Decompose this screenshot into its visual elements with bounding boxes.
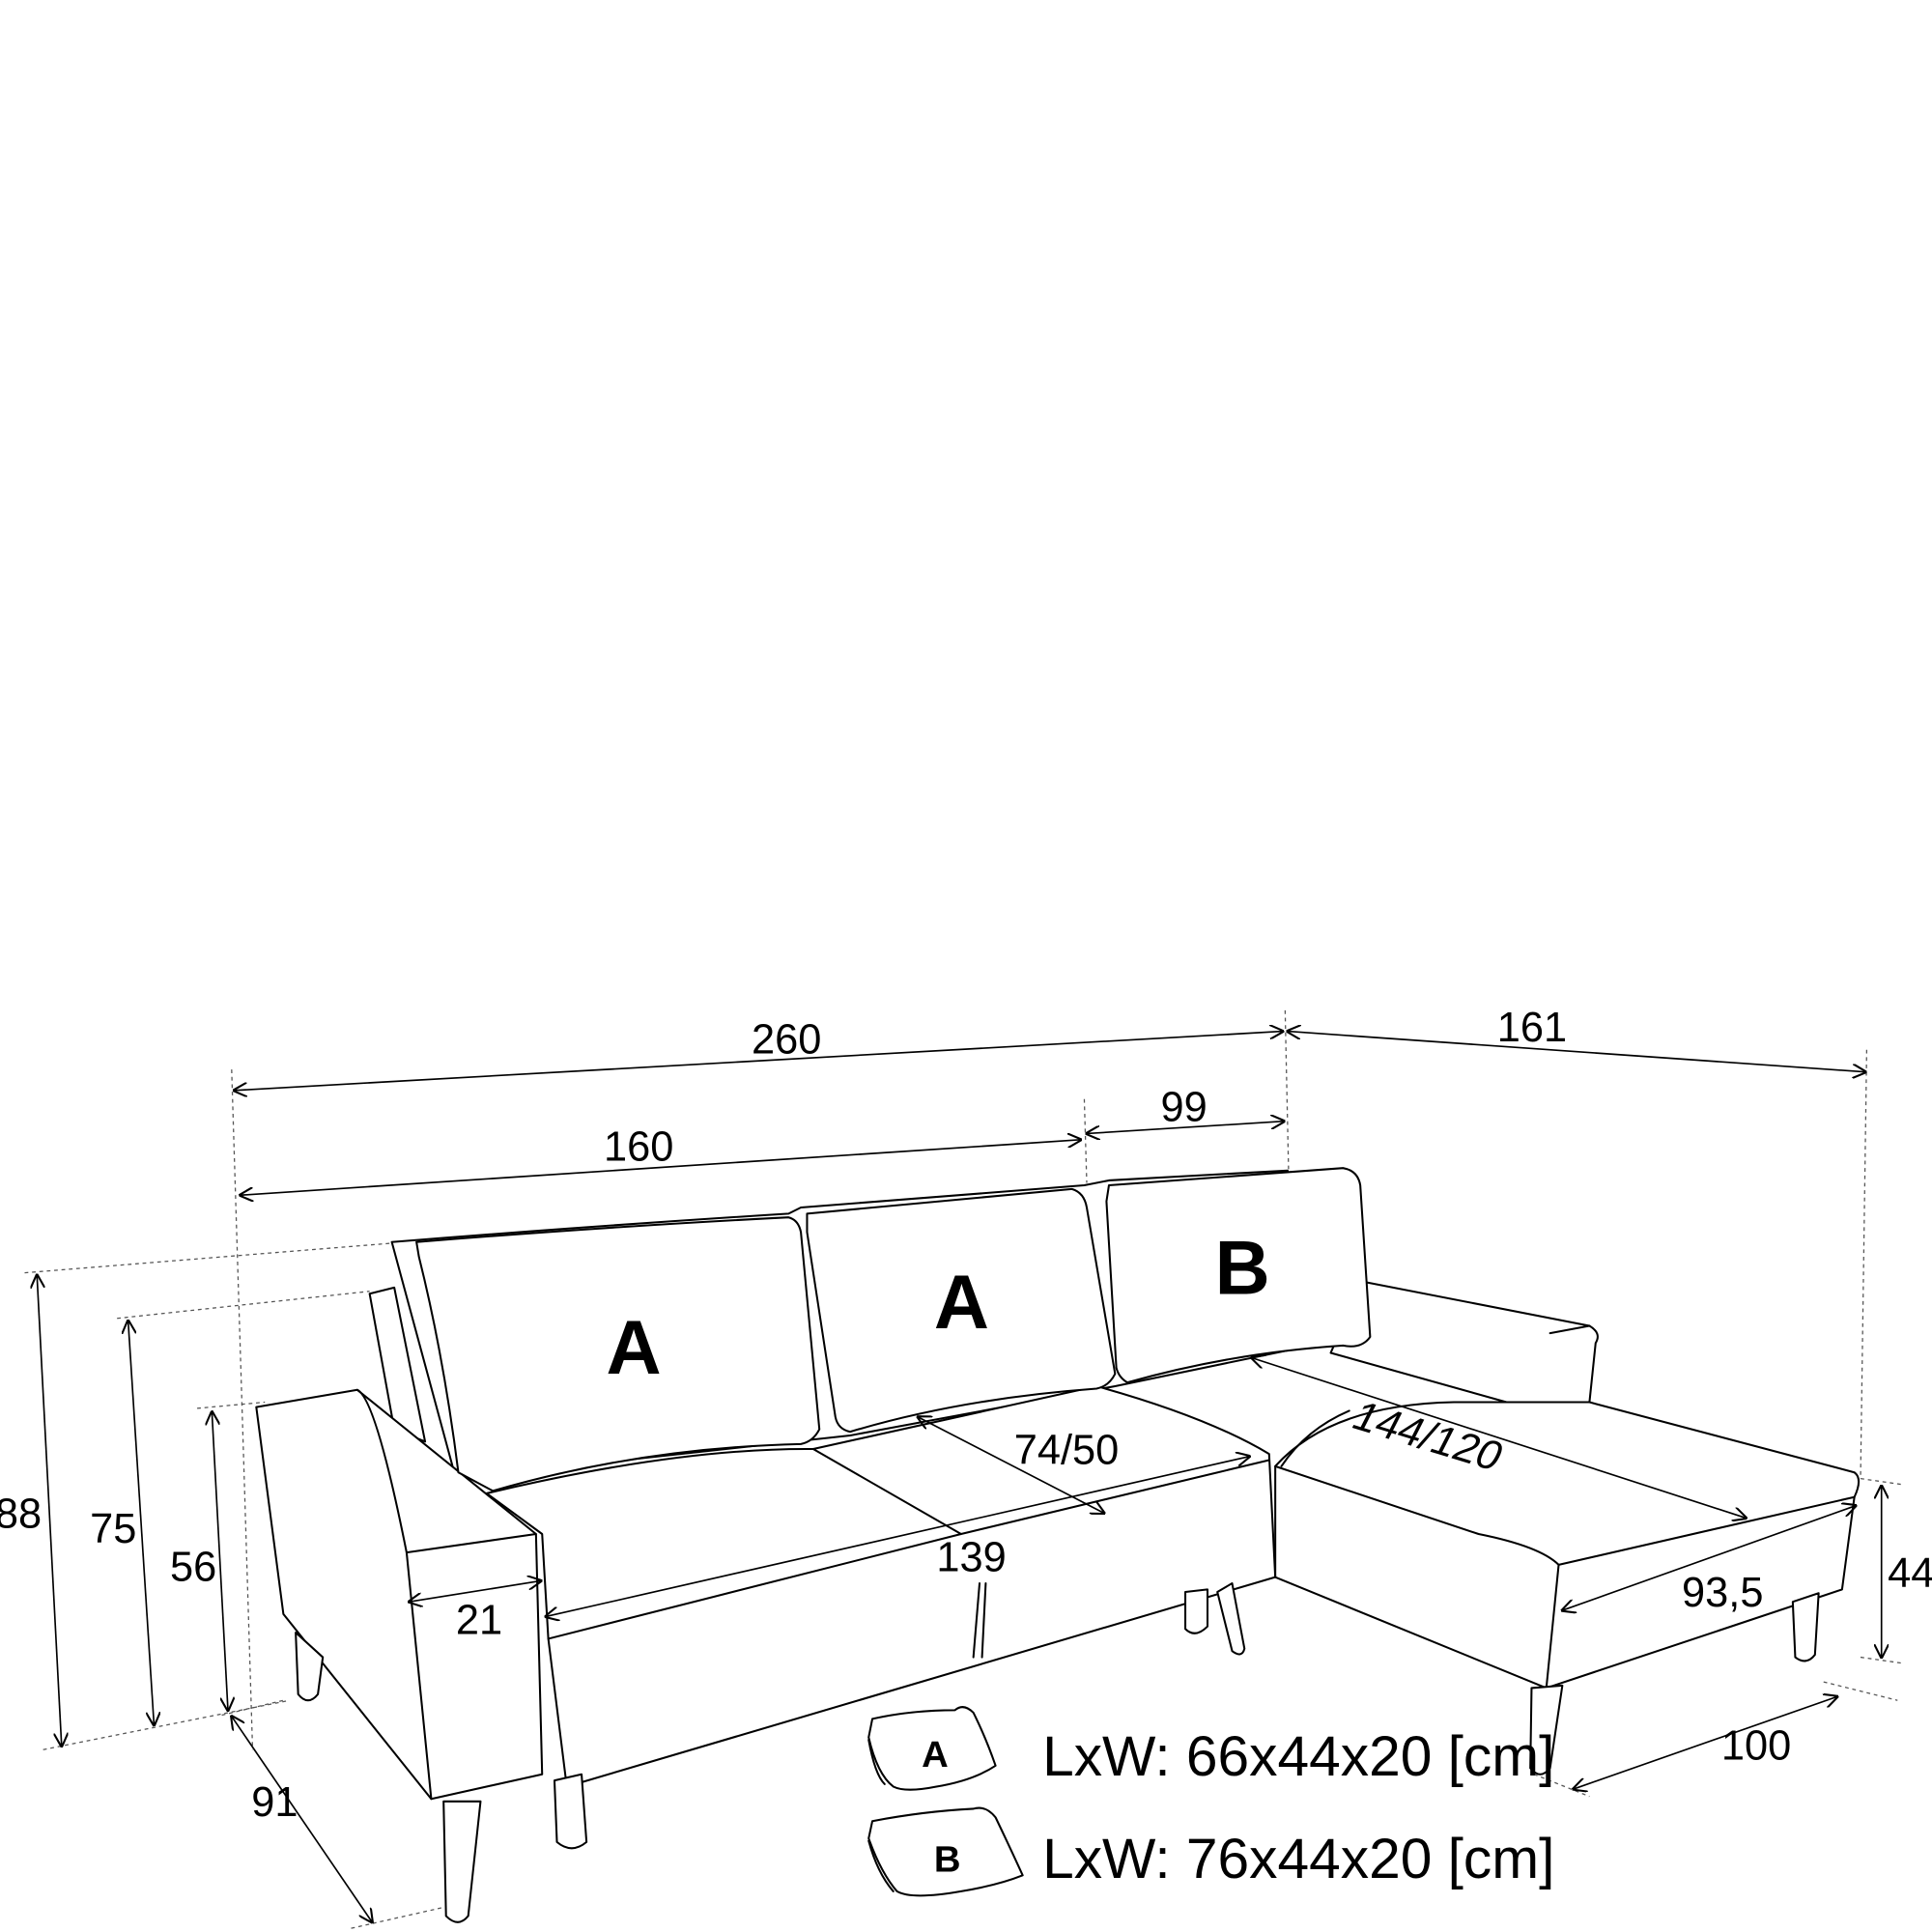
label-21: 21: [456, 1597, 502, 1643]
dim-arrow-260: [234, 1032, 1282, 1091]
cushion-labels: A A B: [607, 1224, 1270, 1390]
label-160: 160: [604, 1124, 673, 1171]
label-44: 44: [1888, 1550, 1932, 1597]
label-99: 99: [1161, 1085, 1208, 1131]
label-91: 91: [251, 1779, 298, 1826]
sofa-drawing: [255, 1167, 1861, 1923]
dim-arrow-74-50: [918, 1417, 1104, 1513]
extension-lines: [24, 1009, 1904, 1929]
legend-key-b: B: [934, 1839, 961, 1881]
cushion-b-icon: [867, 1806, 1024, 1897]
cushion-label-a-2: A: [934, 1259, 989, 1345]
dim-arrow-139: [546, 1457, 1249, 1617]
cushion-a-1: [415, 1216, 821, 1492]
legend-text-a: LxW: 66x44x20 [cm]: [1042, 1725, 1554, 1788]
label-161: 161: [1497, 1005, 1567, 1051]
legend-item-b: B LxW: 76x44x20 [cm]: [867, 1806, 1554, 1897]
label-75: 75: [90, 1506, 136, 1552]
label-93-5: 93,5: [1682, 1570, 1763, 1616]
dim-arrow-160: [241, 1140, 1081, 1195]
label-74-50: 74/50: [1014, 1427, 1120, 1473]
legend-item-a: A LxW: 66x44x20 [cm]: [867, 1706, 1554, 1791]
dim-arrow-21: [409, 1580, 540, 1602]
dimension-arrows: [37, 1032, 1881, 1922]
label-88: 88: [0, 1492, 42, 1538]
cushion-b: [1105, 1167, 1372, 1384]
cushion-label-b: B: [1215, 1224, 1270, 1310]
dimension-labels: 260 161 160 99 88 75 56 91 21 139 74/50 …: [0, 1005, 1932, 1826]
legend-text-b: LxW: 76x44x20 [cm]: [1042, 1828, 1554, 1890]
dim-arrow-99: [1087, 1122, 1284, 1134]
cushion-a-icon: [867, 1706, 997, 1791]
dim-arrow-144-120: [1252, 1358, 1746, 1519]
legend-key-a: A: [922, 1734, 949, 1776]
dim-arrow-56: [212, 1412, 228, 1711]
dim-arrow-93-5: [1562, 1506, 1856, 1610]
dim-arrow-100: [1574, 1696, 1837, 1789]
dim-arrow-88: [37, 1275, 62, 1746]
label-139: 139: [936, 1534, 1006, 1580]
dim-arrow-75: [128, 1321, 155, 1724]
dim-arrow-91: [232, 1717, 372, 1922]
label-260: 260: [752, 1017, 821, 1064]
cushion-a-2: [806, 1187, 1117, 1434]
cushion-label-a-1: A: [607, 1304, 662, 1390]
legend: A LxW: 66x44x20 [cm] B LxW: 76x44x20 [cm…: [867, 1706, 1554, 1897]
label-100: 100: [1721, 1722, 1791, 1769]
label-56: 56: [170, 1544, 216, 1590]
dim-arrow-161: [1288, 1032, 1865, 1072]
